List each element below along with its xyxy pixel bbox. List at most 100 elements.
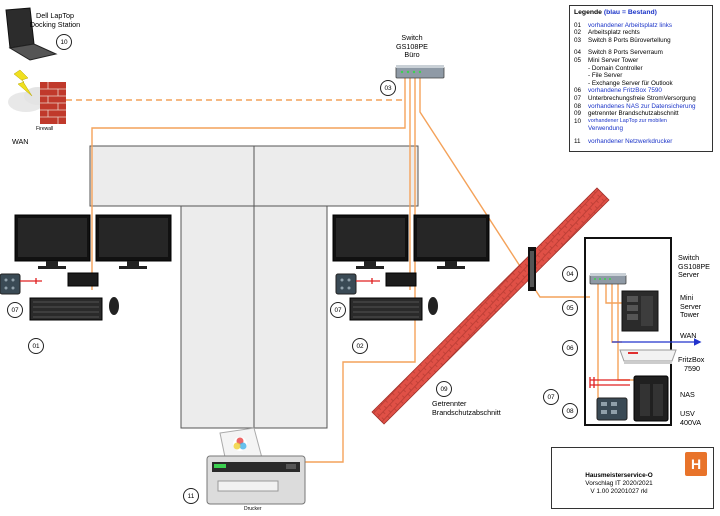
legend-text: Mini Server Tower bbox=[588, 56, 639, 64]
cable-switch-to-printer bbox=[300, 78, 416, 463]
marker-10: 10 bbox=[56, 34, 72, 50]
firewall-label: Firewall bbox=[36, 126, 54, 132]
cable-server-to-tower bbox=[605, 284, 622, 304]
title-proposal: Vorschlag IT 2020/2021 bbox=[585, 480, 653, 487]
title-block: Hausmeisterservice-O Vorschlag IT 2020/2… bbox=[551, 447, 714, 509]
legend-number bbox=[574, 65, 588, 73]
switch-office-line2: GS108PE bbox=[396, 41, 428, 51]
marker-09: 09 bbox=[436, 381, 452, 397]
legend-number: 03 bbox=[574, 36, 582, 44]
legend-title-suffix: (blau = Bestand) bbox=[603, 9, 657, 16]
cable-switch-to-server-room bbox=[419, 78, 590, 298]
legend-row: 08 vorhandenes NAS zur Datensicherung bbox=[574, 103, 708, 111]
legend-text: vorhandener Arbeitsplatz links bbox=[588, 21, 673, 29]
legend-row: 04 Switch 8 Ports Serverraum bbox=[574, 49, 708, 57]
legend-row: 05 Mini Server Tower bbox=[574, 57, 708, 65]
company-logo: H bbox=[685, 452, 707, 476]
desk-leg-left bbox=[180, 205, 255, 429]
printer-label: Drucker bbox=[244, 506, 262, 512]
legend-text: vorhandene FritzBox 7590 bbox=[588, 87, 662, 95]
cable-server-to-fritzbox bbox=[611, 284, 622, 343]
legend-text: Switch 8 Ports Serverraum bbox=[588, 49, 663, 57]
desk-group bbox=[89, 145, 419, 429]
ups-server bbox=[596, 397, 628, 421]
fire-section-line2: Brandschutzabschnitt bbox=[432, 407, 501, 417]
legend-number: 06 bbox=[574, 87, 582, 95]
title-block-text: Hausmeisterservice-O Vorschlag IT 2020/2… bbox=[560, 472, 678, 496]
switch-server-line1: Switch bbox=[678, 253, 700, 262]
mini-server-label: Mini Server Tower bbox=[680, 293, 701, 320]
switch-server-line2: GS108PE bbox=[678, 261, 710, 271]
laptop bbox=[5, 7, 58, 61]
legend-text: - Domain Controller bbox=[588, 64, 643, 72]
legend-number bbox=[574, 72, 588, 80]
network-printer bbox=[206, 427, 306, 505]
company-logo-letter: H bbox=[691, 456, 701, 472]
legend-number: 02 bbox=[574, 29, 582, 37]
wan-right-label: WAN bbox=[680, 331, 697, 340]
legend-number: 01 bbox=[574, 21, 582, 29]
legend-number: 05 bbox=[574, 56, 582, 64]
switch-office bbox=[395, 65, 445, 79]
power-lines-server bbox=[589, 377, 630, 388]
laptop-label-line1: Dell LapTop bbox=[36, 11, 74, 20]
fire-section-line1: Getrennter bbox=[432, 399, 467, 408]
legend-number: 08 bbox=[574, 102, 582, 110]
legend-row: - File Server bbox=[574, 72, 708, 80]
legend-row: Verwendung bbox=[574, 125, 708, 133]
desk-leg-right bbox=[253, 205, 328, 429]
legend-text: vorhandener Netzwerkdrucker bbox=[588, 137, 673, 145]
cable-switch-to-desk-left bbox=[91, 78, 406, 290]
legend-text: - Exchange Server für Outlook bbox=[588, 79, 673, 87]
title-version: V 1.00 20201027 rkl bbox=[590, 488, 648, 495]
fritzbox-line1: FritzBox bbox=[678, 355, 705, 364]
legend-number: 11 bbox=[574, 137, 581, 145]
legend: Legende (blau = Bestand) 01 vorhandener A… bbox=[569, 5, 713, 152]
legend-text: Unterbrechungsfreie StromVersorgung bbox=[588, 94, 696, 102]
switch-office-label: Switch GS108PE Büro bbox=[392, 33, 432, 60]
nas-label: NAS bbox=[680, 390, 695, 399]
desk-top-right bbox=[253, 145, 419, 207]
usv-label: USV 400VA bbox=[680, 409, 701, 427]
legend-number bbox=[574, 80, 588, 88]
desk-top-left bbox=[89, 145, 255, 207]
legend-text: vorhandenes NAS zur Datensicherung bbox=[588, 102, 696, 110]
nas-device bbox=[633, 375, 669, 422]
legend-title-prefix: Legende bbox=[574, 9, 602, 16]
wan-left-label: WAN bbox=[12, 137, 29, 146]
legend-row: - Exchange Server für Outlook bbox=[574, 80, 708, 88]
marker-08: 08 bbox=[562, 403, 578, 419]
mini-server-line3: Tower bbox=[680, 310, 700, 320]
legend-number: 07 bbox=[574, 94, 582, 102]
marker-06: 06 bbox=[562, 340, 578, 356]
laptop-label: Dell LapTop Docking Station bbox=[20, 11, 90, 29]
switch-server-line3: Server bbox=[678, 270, 700, 280]
legend-row: 01 vorhandener Arbeitsplatz links bbox=[574, 22, 708, 30]
fritzbox-label: FritzBox 7590 bbox=[678, 355, 705, 373]
marker-02: 02 bbox=[352, 338, 368, 354]
marker-04: 04 bbox=[562, 266, 578, 282]
switch-office-line3: Büro bbox=[404, 50, 420, 60]
legend-text: - File Server bbox=[588, 72, 623, 80]
switch-server-label: Switch GS108PE Server bbox=[678, 253, 710, 280]
legend-row: 11 vorhandener Netzwerkdrucker bbox=[574, 138, 708, 146]
legend-text: getrennter Brandschutzabschnitt bbox=[588, 110, 679, 118]
mini-server-line1: Mini bbox=[680, 293, 694, 302]
marker-11: 11 bbox=[183, 488, 199, 504]
firewall bbox=[40, 82, 66, 124]
workstation-right bbox=[332, 214, 490, 321]
marker-07-server: 07 bbox=[543, 389, 559, 405]
legend-title: Legende (blau = Bestand) bbox=[574, 9, 708, 17]
marker-07-right: 07 bbox=[330, 302, 346, 318]
mini-server-tower bbox=[621, 290, 659, 332]
fire-section-label: Getrennter Brandschutzabschnitt bbox=[432, 399, 501, 417]
switch-server bbox=[589, 273, 627, 285]
legend-number: 04 bbox=[574, 49, 582, 57]
legend-text: Verwendung bbox=[588, 125, 624, 133]
server-room-box bbox=[584, 237, 672, 426]
legend-row: 07 Unterbrechungsfreie StromVersorgung bbox=[574, 95, 708, 103]
